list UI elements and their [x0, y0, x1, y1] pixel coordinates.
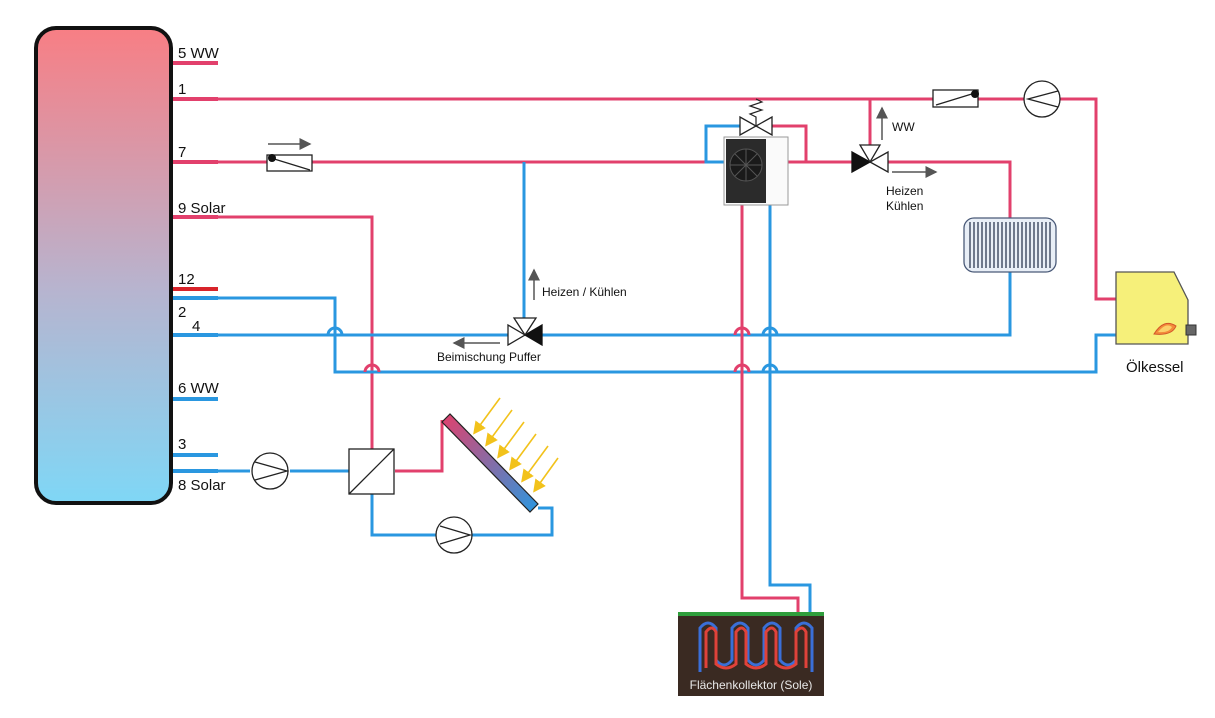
collector-label: Flächenkollektor (Sole): [690, 678, 813, 692]
port-7-label: 7: [178, 144, 186, 161]
port-8-label: 8 Solar: [178, 477, 226, 494]
check-valve-icon: [932, 89, 979, 108]
oelkessel-label: Ölkessel: [1126, 358, 1184, 376]
pipe-crossings: [326, 326, 779, 373]
pump-icon: [1023, 80, 1061, 118]
oil-boiler-icon: [1115, 271, 1197, 345]
buffer-tank: [34, 26, 173, 505]
radiator-icon: [963, 217, 1057, 273]
heizen-label: Heizen: [886, 184, 923, 198]
check-valve-icon: [266, 138, 313, 172]
port-4-label: 4: [192, 318, 200, 335]
heizen-kuehlen-label: Heizen / Kühlen: [542, 285, 627, 299]
port-5-label: 5 WW: [178, 45, 220, 62]
pipe-network: [218, 97, 1116, 612]
solar-panel-icon: [441, 397, 559, 513]
overflow-valve-icon: [739, 98, 773, 137]
port-1-label: 1: [178, 81, 186, 98]
heat-exchanger-icon: [348, 448, 395, 495]
port-12-label: 12: [178, 271, 195, 288]
ground-collector-icon: [678, 612, 824, 696]
port-6-label: 6 WW: [178, 380, 220, 397]
heat-pump-icon: [723, 136, 789, 206]
beimischung-puffer-label: Beimischung Puffer: [437, 350, 541, 364]
three-way-valve-icon: [452, 268, 543, 349]
port-2-label: 2: [178, 304, 186, 321]
pump-icon: [435, 516, 473, 554]
kuehlen-label: Kühlen: [886, 199, 923, 213]
pump-icon: [251, 452, 290, 490]
port-9-label: 9 Solar: [178, 200, 226, 217]
three-way-valve-icon: [851, 106, 938, 178]
tank-port-stubs: [173, 61, 218, 473]
port-3-label: 3: [178, 436, 186, 453]
ww-label: WW: [892, 120, 915, 134]
